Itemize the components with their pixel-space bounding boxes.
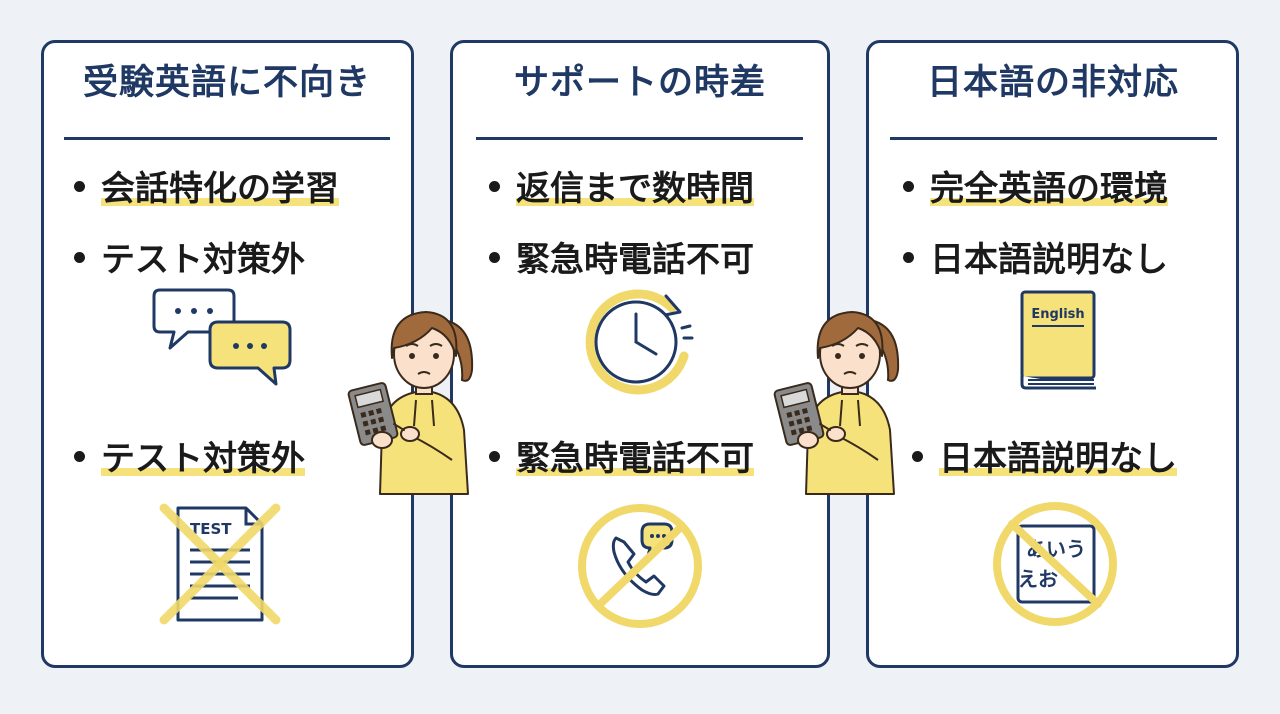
bullet-dot	[74, 451, 85, 462]
no-phone-icon	[578, 504, 702, 628]
panel-title: 日本語の非対応	[926, 63, 1180, 103]
divider	[64, 137, 390, 140]
bullet-item: テスト対策外	[74, 243, 305, 277]
kana-line2: えお	[1018, 567, 1058, 591]
test-crossed-icon: TEST	[159, 503, 281, 625]
bullet-item: 日本語説明なし	[903, 243, 1168, 277]
bullet-dot	[74, 252, 85, 263]
bullet-item: テスト対策外	[74, 439, 305, 479]
worried-girl-character	[773, 311, 900, 495]
bullet-item: 緊急時電話不可	[489, 243, 754, 277]
divider	[890, 137, 1217, 140]
bullet-item: 返信まで数時間	[489, 169, 754, 209]
book-label: English	[1031, 307, 1084, 322]
no-japanese-icon: あいう えお	[993, 502, 1117, 626]
bullet-item: 緊急時電話不可	[489, 439, 754, 479]
divider	[476, 137, 803, 140]
panel-title: 受験英語に不向き	[82, 63, 372, 103]
bullet-dot	[912, 451, 923, 462]
bullet-dot	[903, 252, 914, 263]
bullet-dot	[903, 181, 914, 192]
bullet-dot	[74, 181, 85, 192]
english-book-icon: English	[1020, 290, 1096, 390]
clock-icon	[585, 289, 694, 395]
speech-bubbles-icon	[152, 288, 292, 386]
bullet-item: 完全英語の環境	[903, 169, 1168, 209]
panel-title: サポートの時差	[513, 63, 767, 103]
bullet-dot	[489, 451, 500, 462]
bullet-dot	[489, 181, 500, 192]
test-label: TEST	[190, 520, 232, 538]
bullet-dot	[489, 252, 500, 263]
worried-girl-character	[347, 311, 474, 495]
bullet-item: 会話特化の学習	[74, 169, 339, 209]
bullet-item: 日本語説明なし	[912, 439, 1177, 479]
